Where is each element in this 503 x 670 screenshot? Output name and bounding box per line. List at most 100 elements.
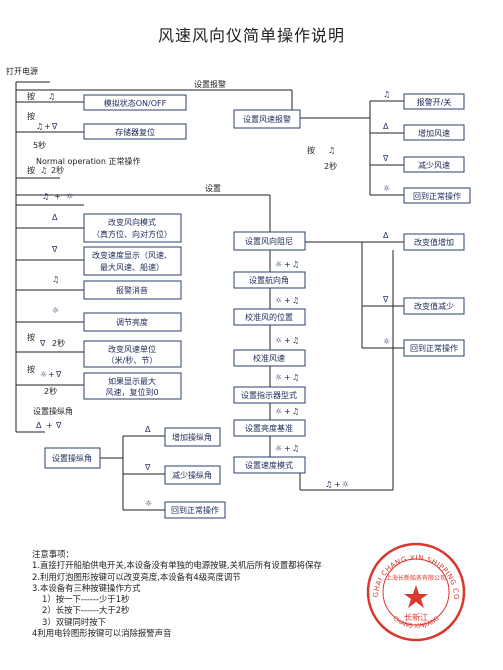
box-label: 回到正常操作	[413, 191, 461, 201]
plus-sign: +	[46, 421, 53, 430]
box-alarm-onoff: 报警开/关	[403, 93, 465, 110]
bell-icon: ♫	[52, 275, 59, 284]
label-normal-operation: Normal operation 正常操作	[36, 156, 140, 166]
down-triangle-icon: ∇	[382, 154, 389, 163]
box-label: 模拟状态ON/OFF	[104, 98, 167, 108]
box-label: 校准风速	[253, 353, 285, 363]
chain-lamp-bell-4: ☼ + ♫	[275, 373, 299, 382]
box-value-inc: 改变值增加	[403, 233, 465, 251]
seal-star-icon	[404, 585, 428, 608]
down-triangle-icon: ∇	[382, 295, 389, 304]
lamp-icon: ☼	[275, 296, 282, 305]
up-triangle-icon: Δ	[383, 122, 389, 131]
down-triangle-icon: ∇	[55, 421, 62, 430]
lamp-icon: ☼	[383, 337, 390, 346]
down-triangle-icon: ∇	[144, 463, 151, 472]
lamp-icon: ☼	[145, 499, 152, 508]
label-2-seconds: 2秒	[324, 161, 337, 171]
plus-sign: +	[54, 192, 61, 201]
chain-lamp-bell-3: ☼ + ♫	[275, 336, 299, 345]
label-5-seconds: 5秒	[33, 140, 46, 150]
plus-sign: +	[284, 336, 291, 345]
label-press: 按	[27, 332, 35, 342]
plus-sign: +	[44, 122, 51, 131]
note-3: 3.本设备有三种按键操作方式	[32, 582, 141, 593]
box-set-bright-ref: 设置亮度基准	[233, 419, 306, 437]
page-title: 风速风向仪简单操作说明	[157, 26, 345, 45]
box-inc-steer: 增加操纵角	[164, 427, 221, 447]
seal-ring-path: SHANGHAI CHANG XIN SHIPPING CO. LTD	[364, 540, 460, 600]
up-triangle-icon: Δ	[52, 213, 58, 222]
lamp-icon: ☼	[52, 306, 59, 315]
box-back-normal-1: 回到正常操作	[403, 187, 471, 204]
chain-lamp-bell-1: ☼ + ♫	[275, 260, 299, 269]
down-triangle-icon: ∇	[39, 339, 46, 348]
bell-icon: ♫	[42, 192, 49, 201]
bell-icon: ♫	[292, 444, 299, 453]
seal-ring-text: SHANGHAI CHANG XIN SHIPPING CO. LTD	[364, 540, 460, 600]
label-power-on: 打开电源	[6, 66, 38, 76]
box-memory-reset: 存储器复位	[83, 123, 187, 140]
box-label: 最大风速、船速）	[100, 262, 164, 272]
box-set-heading: 设置航向角	[233, 271, 306, 289]
box-label: 改变风速单位	[108, 344, 156, 354]
box-label: 改变值减少	[414, 301, 454, 311]
bell-icon: ♫	[328, 146, 335, 155]
bell-icon: ♫	[48, 92, 55, 101]
box-label: 设置操纵角	[52, 453, 92, 463]
box-sim-state: 模拟状态ON/OFF	[83, 94, 187, 111]
box-label: 减少操纵角	[172, 470, 212, 480]
lamp-icon: ☼	[383, 184, 390, 193]
box-calib-position: 校准风的位置	[233, 308, 306, 326]
lamp-icon: ☼	[275, 260, 282, 269]
label-set: 设置	[205, 183, 221, 193]
bell-icon: ♫	[36, 122, 43, 131]
chain-bell-lamp-return: ♫ + ☼	[325, 480, 349, 489]
lamp-icon: ☼	[66, 192, 73, 201]
box-label: 调节亮度	[116, 317, 148, 327]
connectors	[15, 81, 404, 511]
chain-lamp-bell-5: ☼ + ♫	[275, 407, 299, 416]
plus-sign: +	[284, 373, 291, 382]
box-label: 设置速度模式	[245, 460, 293, 470]
down-triangle-icon: ∇	[51, 245, 58, 254]
lamp-icon: ☼	[275, 407, 282, 416]
box-label: 设置亮度基准	[245, 423, 293, 433]
box-label: 改变风向模式	[108, 217, 156, 227]
bell-icon: ♫	[383, 90, 390, 99]
box-label: 增加操纵角	[172, 432, 212, 442]
chain-lamp-bell-2: ☼ + ♫	[275, 296, 299, 305]
box-label: 校准风的位置	[245, 312, 293, 322]
lamp-icon: ☼	[40, 370, 47, 379]
box-label: 增加风速	[418, 128, 450, 138]
note-3b: 2）长按下------大于2秒	[42, 605, 130, 616]
box-set-indicator: 设置指示器型式	[233, 386, 306, 404]
box-adjust-brightness: 调节亮度	[83, 312, 182, 332]
plus-sign: +	[284, 296, 291, 305]
box-dec-steer: 减少操纵角	[164, 465, 221, 485]
up-triangle-icon: Δ	[383, 231, 389, 240]
box-label: 报警开/关	[417, 97, 452, 107]
seal-outer-ring	[366, 542, 466, 642]
bell-icon: ♫	[292, 296, 299, 305]
bell-icon: ♫	[292, 373, 299, 382]
box-calib-speed: 校准风速	[233, 349, 306, 367]
label-press: 按	[27, 111, 35, 121]
box-label: （米/秒、节）	[107, 355, 158, 365]
company-seal: SHANGHAI CHANG XIN SHIPPING CO. LTD CHAN…	[364, 540, 466, 642]
bell-icon: ♫	[292, 260, 299, 269]
box-label: 回到正常操作	[410, 343, 458, 353]
box-change-speed-display: 改变速度显示（风速、 最大风速、船速）	[83, 246, 182, 276]
lamp-icon: ☼	[342, 480, 349, 489]
box-label: 设置航向角	[249, 275, 289, 285]
note-1: 1.直接打开船舶供电开关,本设备没有单独的电源按键,关机后所有设置都将保存	[32, 560, 322, 571]
note-4: 4利用电铃图形按键可以消除报警声音	[32, 628, 172, 639]
seal-inner-ring	[382, 558, 450, 626]
box-label: 设置风向阻尼	[245, 236, 293, 246]
label-press: 按	[27, 364, 35, 374]
plus-sign: +	[284, 407, 291, 416]
label-2-seconds: 2秒	[44, 386, 57, 396]
bell-icon: ♫	[40, 166, 47, 175]
box-label: 改变速度显示（风速、	[92, 250, 172, 260]
